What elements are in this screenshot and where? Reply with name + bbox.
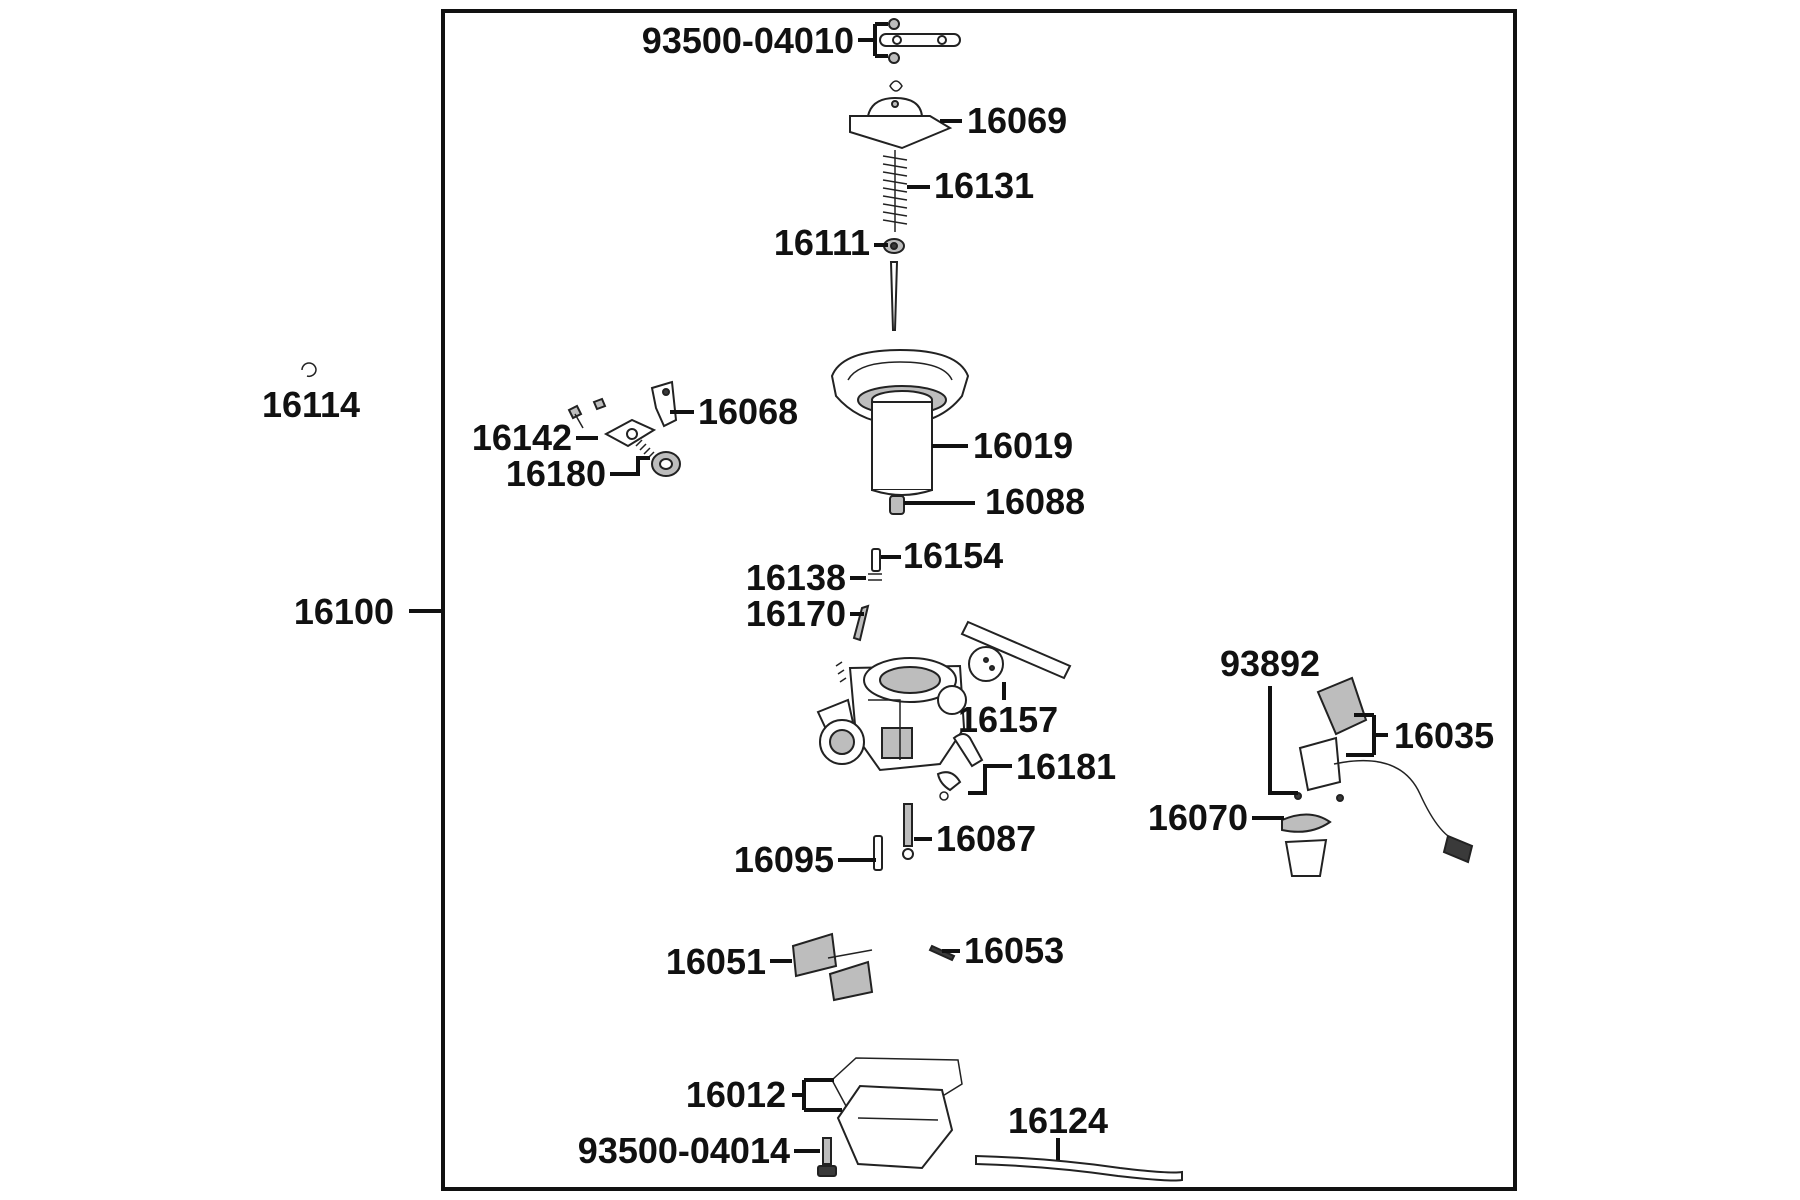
starter-screw-drawing (567, 397, 607, 429)
label-93500-04010: 93500-04010 (642, 20, 854, 61)
assembly-frame (441, 9, 1517, 1191)
label-93500-04014: 93500-04014 (578, 1130, 790, 1171)
idle-screw-drawing (868, 548, 882, 581)
label-16051: 16051 (666, 941, 766, 982)
starter-spring-drawing (635, 439, 681, 477)
spring-drawing (882, 150, 908, 232)
label-16095: 16095 (734, 839, 834, 880)
label-16111: 16111 (774, 222, 870, 263)
label-16087: 16087 (936, 818, 1036, 859)
label-16069: 16069 (967, 100, 1067, 141)
starter-plate-drawing (603, 418, 657, 448)
main-jet-drawing (902, 803, 914, 860)
float-bowl-drawing (831, 1057, 963, 1170)
clip-drawing (889, 80, 903, 92)
needle-jet-holder-drawing (889, 495, 905, 515)
carburetor-body-drawing (816, 657, 967, 772)
hose-fitting-drawing (936, 733, 984, 801)
label-16170: 16170 (746, 593, 846, 634)
label-16068: 16068 (698, 391, 798, 432)
slow-jet-drawing (873, 835, 883, 871)
label-16157: 16157 (958, 699, 1058, 740)
small-ring-drawing (301, 362, 317, 378)
leader-lines (409, 22, 1388, 1160)
jet-needle-drawing (889, 261, 899, 331)
label-16019: 16019 (973, 425, 1073, 466)
label-16154: 16154 (903, 535, 1003, 576)
top-screws-bracket-drawing (879, 18, 961, 64)
leader-93500-04010 (858, 22, 888, 58)
starter-bracket-drawing (650, 380, 678, 428)
label-16131: 16131 (934, 165, 1034, 206)
label-16012: 16012 (686, 1074, 786, 1115)
leader-16180 (610, 456, 650, 476)
label-16180: 16180 (506, 453, 606, 494)
drain-hose-drawing (975, 1154, 1183, 1182)
top-cover-drawing (849, 96, 953, 150)
pilot-screw-drawing (835, 604, 870, 683)
leader-16181 (968, 764, 1012, 795)
label-16142: 16142 (472, 417, 572, 458)
leader-16012 (792, 1078, 842, 1112)
auto-choke-drawing (1281, 676, 1474, 877)
leader-16035 (1346, 713, 1388, 757)
part-number-labels: 93500-04010 16069 16131 16111 16114 1606… (262, 20, 1494, 1171)
leader-93892 (1268, 686, 1298, 795)
spring-seat-drawing (883, 238, 905, 254)
drain-screw-drawing (817, 1137, 837, 1177)
label-16070: 16070 (1148, 797, 1248, 838)
label-16035: 16035 (1394, 715, 1494, 756)
label-16100: 16100 (294, 591, 394, 632)
label-16124: 16124 (1008, 1100, 1108, 1141)
label-16088: 16088 (985, 481, 1085, 522)
throttle-shaft-drawing (960, 620, 1072, 682)
label-16053: 16053 (964, 930, 1064, 971)
label-93892: 93892 (1220, 643, 1320, 684)
vacuum-piston-drawing (830, 348, 970, 496)
label-16114: 16114 (262, 384, 360, 425)
label-16181: 16181 (1016, 746, 1116, 787)
float-drawing (791, 932, 874, 1002)
label-16138: 16138 (746, 557, 846, 598)
